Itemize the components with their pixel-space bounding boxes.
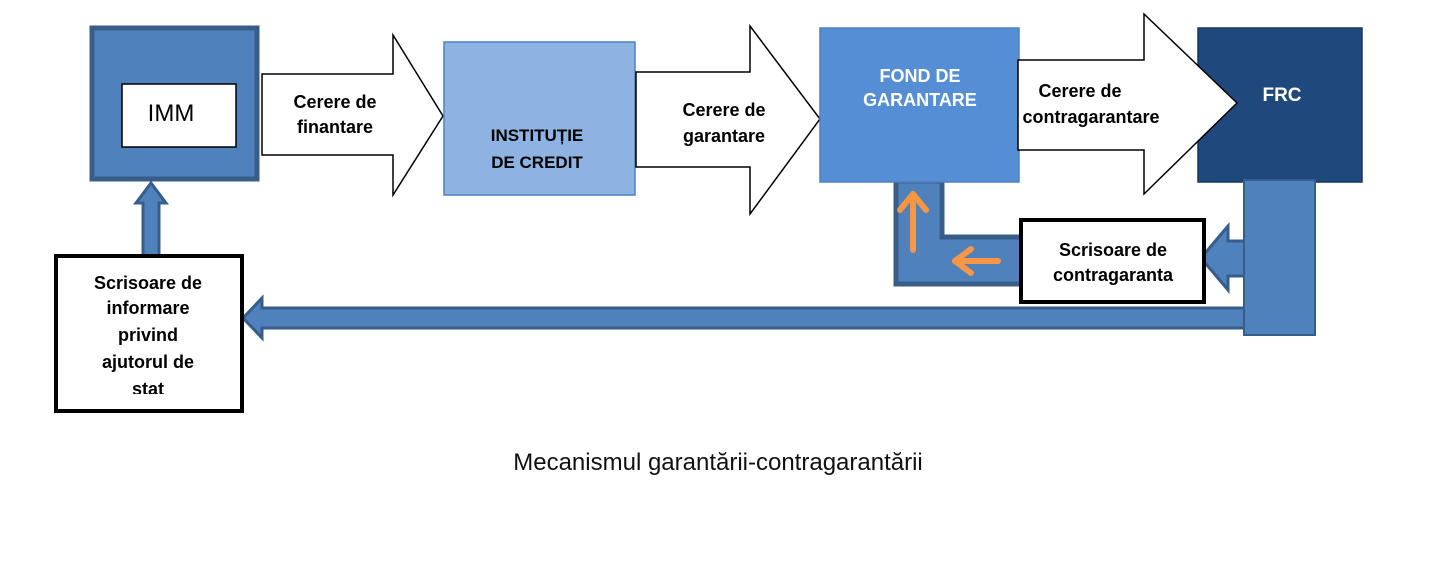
node-institutie-credit-line2: DE CREDIT xyxy=(491,153,583,172)
node-fond-garantare-line2: GARANTARE xyxy=(863,90,977,110)
arrow-cerere-finantare-line1: Cerere de xyxy=(293,92,376,112)
arrow-cerere-garantare-line1: Cerere de xyxy=(682,100,765,120)
node-imm-label-box xyxy=(121,83,237,148)
arrow-cerere-contragarantare xyxy=(1017,12,1239,196)
node-fond-garantare xyxy=(819,27,1020,183)
node-institutie-credit xyxy=(443,41,636,196)
node-scrisoare-informare-line1: Scrisoare de xyxy=(94,273,202,293)
node-scrisoare-informare-line3: privind xyxy=(118,325,178,345)
node-scrisoare-contragaranta-line2: contragaranta xyxy=(1053,265,1174,285)
orange-left-arrow xyxy=(952,246,1001,276)
node-scrisoare-informare-line2: informare xyxy=(106,298,189,318)
node-fond-garantare-line1: FOND DE xyxy=(880,66,961,86)
arrow-cerere-finantare xyxy=(261,32,444,198)
arrow-cerere-contragarantare-line1: Cerere de xyxy=(1038,81,1121,101)
node-scrisoare-contragaranta-line1: Scrisoare de xyxy=(1059,240,1167,260)
frc-connector-block xyxy=(1243,179,1316,336)
node-frc-label: FRC xyxy=(1262,85,1301,106)
arrow-cerere-finantare-line2: finantare xyxy=(297,117,373,137)
arrow-frc-to-contragaranta xyxy=(1199,221,1249,295)
arrow-cerere-contragarantare-line2: contragarantare xyxy=(1022,107,1159,127)
node-scrisoare-contragaranta xyxy=(1019,218,1206,304)
arrow-frc-to-info xyxy=(240,294,1249,342)
arrow-cerere-garantare-line2: garantare xyxy=(683,126,765,146)
node-imm-label: IMM xyxy=(148,100,195,127)
node-scrisoare-informare xyxy=(54,254,244,413)
node-institutie-credit-line1: INSTITUȚIE xyxy=(491,126,584,145)
arrow-info-to-imm xyxy=(133,180,169,258)
node-scrisoare-informare-line4: ajutorul de xyxy=(102,352,194,372)
diagram-caption: Mecanismul garantării-contragarantării xyxy=(513,449,923,476)
arrow-cerere-garantare xyxy=(635,23,821,217)
orange-up-arrow xyxy=(897,191,929,253)
node-scrisoare-informare-line5: stat xyxy=(132,379,164,399)
